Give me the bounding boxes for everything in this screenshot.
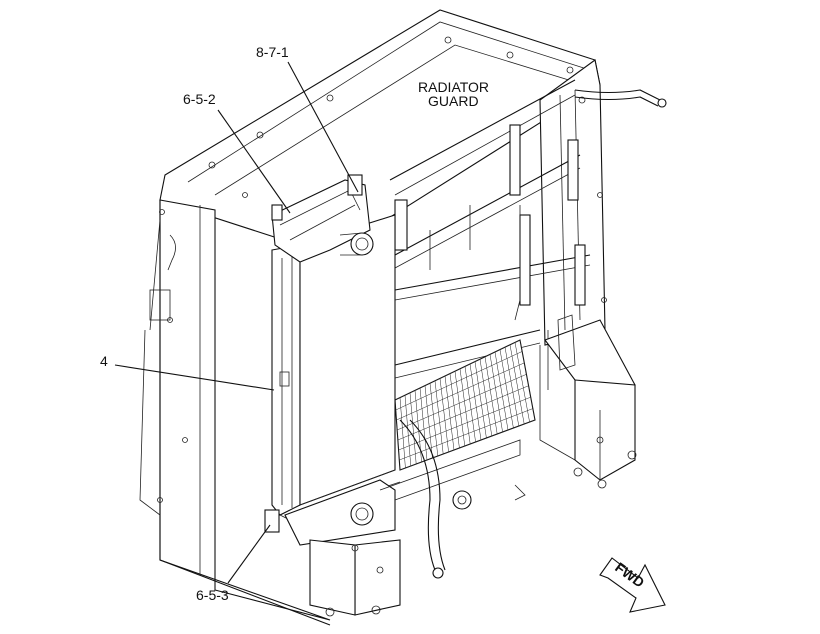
callout-4: 4	[100, 353, 108, 369]
mesh-line	[454, 371, 466, 447]
mesh-line	[396, 362, 525, 421]
callout-871: 8-7-1	[256, 44, 289, 60]
mesh-line	[469, 363, 482, 441]
leader-653	[227, 524, 271, 584]
mesh-line	[509, 344, 525, 425]
fwd-arrow: FWD	[599, 557, 666, 613]
bottom-tank	[264, 439, 521, 546]
callout-653: 6-5-3	[196, 587, 229, 603]
radiator-guard-label-line2: GUARD	[428, 93, 479, 109]
leader-652	[217, 109, 291, 214]
mesh-line	[424, 385, 433, 459]
mesh-line	[429, 383, 439, 457]
mesh-line	[449, 373, 460, 449]
mesh-line	[434, 380, 444, 455]
right-mount-block	[539, 314, 637, 489]
radiator-guard-label-line1: RADIATOR	[418, 79, 489, 95]
mesh-line	[479, 359, 493, 437]
top-tank-bracket	[271, 174, 374, 263]
hoses	[399, 89, 667, 579]
leader-lines	[114, 61, 359, 584]
lower-mount-box	[309, 539, 401, 617]
mesh-line	[519, 339, 536, 421]
mesh-line	[464, 366, 476, 443]
mesh-line	[409, 392, 417, 465]
guard-screen-mesh	[394, 339, 536, 471]
mesh-line	[444, 375, 455, 451]
mesh-line	[395, 351, 523, 411]
mesh-line	[397, 374, 527, 431]
mesh-line	[419, 387, 428, 461]
mesh-line	[399, 397, 406, 469]
radiator-core	[271, 214, 401, 526]
mesh-line	[489, 354, 503, 433]
mesh-line	[398, 396, 531, 451]
callout-652: 6-5-2	[183, 91, 216, 107]
leader-4	[114, 364, 275, 391]
mesh-line	[499, 349, 514, 429]
guard-internal-frame	[389, 79, 591, 390]
mesh-line	[404, 395, 412, 467]
mesh-line	[474, 361, 487, 439]
mesh-line	[394, 399, 401, 471]
mesh-line	[399, 419, 536, 471]
mesh-line	[394, 339, 521, 401]
mesh-line	[459, 368, 471, 445]
mesh-line	[484, 356, 498, 435]
mesh-line	[504, 347, 520, 427]
leader-871	[287, 61, 359, 193]
mesh-line	[439, 378, 449, 453]
mesh-line	[494, 351, 509, 431]
mesh-line	[514, 342, 530, 423]
radiator-guard	[139, 9, 607, 626]
